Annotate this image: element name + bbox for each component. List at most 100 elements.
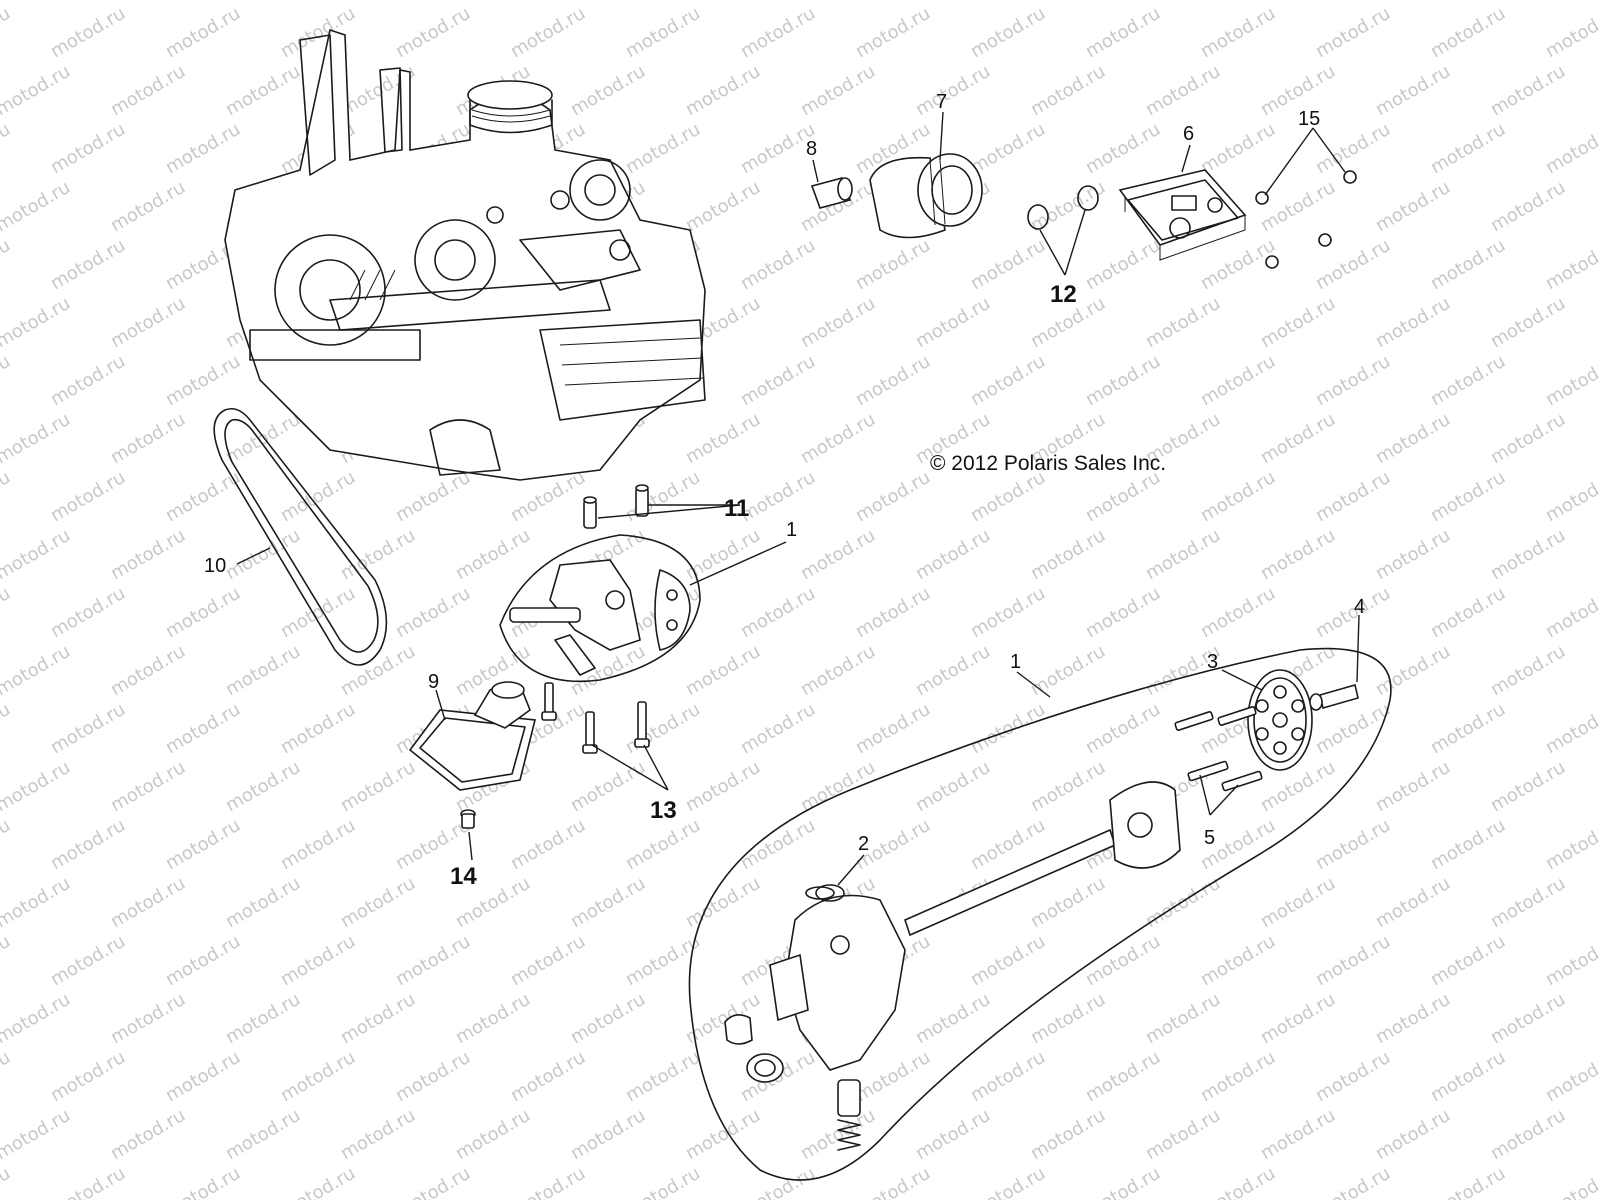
callout-13: 13 [650,797,677,824]
watermark-text: motod.ru [912,0,994,4]
watermark-text: motod.ru [162,931,244,990]
callout-15: 15 [1298,108,1320,130]
watermark-text: motod.ru [1197,351,1279,410]
watermark-text: motod.ru [337,641,419,700]
watermark-text: motod.ru [452,989,534,1048]
watermark-text: motod.ru [912,293,994,352]
watermark-text: motod.ru [912,757,994,816]
watermark-text: motod.ru [1257,989,1339,1048]
watermark-text: motod.ru [0,61,74,120]
watermark-text: motod.ru [1197,467,1279,526]
watermark-text: motod.ru [337,0,419,4]
watermark-text: motod.ru [797,409,879,468]
watermark-text: motod.ru [452,525,534,584]
watermark-text: motod.ru [737,699,819,758]
watermark-text: motod.ru [1312,467,1394,526]
watermark-text: motod.ru [1142,1105,1224,1164]
oil-pump-assembly-large [688,647,1392,1181]
watermark-text: motod.ru [337,525,419,584]
watermark-text: motod.ru [682,757,764,816]
watermark-text: motod.ru [1487,0,1569,4]
watermark-text: motod.ru [622,3,704,62]
callout-4: 4 [1354,596,1365,618]
watermark-text: motod.ru [47,351,129,410]
watermark-text: motod.ru [47,119,129,178]
watermark-text: motod.ru [47,467,129,526]
watermark-text: motod.ru [1427,119,1509,178]
callout-3: 3 [1207,651,1218,673]
leader-lines [236,111,1360,886]
callout-2: 2 [858,833,869,855]
watermark-text: motod.ru [1427,1163,1509,1200]
watermark-text: motod.ru [967,1163,1049,1200]
watermark-text: motod.ru [1082,351,1164,410]
watermark-text: motod.ru [222,641,304,700]
watermark-text: motod.ru [967,931,1049,990]
watermark-text: motod.ru [1542,1047,1600,1106]
watermark-text: motod.ru [1427,235,1509,294]
watermark-text: motod.ru [392,3,474,62]
watermark-text: motod.ru [1487,409,1569,468]
watermark-text: motod.ru [507,1163,589,1200]
callout-14: 14 [450,863,477,890]
callout-7: 7 [936,91,947,113]
watermark-text: motod.ru [1257,177,1339,236]
watermark-text: motod.ru [47,699,129,758]
watermark-text: motod.ru [967,235,1049,294]
watermark-text: motod.ru [1427,3,1509,62]
watermark-text: motod.ru [682,873,764,932]
callout-12: 12 [1050,281,1077,308]
o-rings [1027,185,1099,230]
watermark-text: motod.ru [1542,699,1600,758]
watermark-text: motod.ru [47,583,129,642]
watermark-text: motod.ru [277,931,359,990]
watermark-text: motod.ru [852,1163,934,1200]
watermark-text: motod.ru [277,467,359,526]
callout-8: 8 [806,138,817,160]
watermark-text: motod.ru [107,873,189,932]
watermark-text: motod.ru [107,293,189,352]
watermark-text: motod.ru [222,989,304,1048]
watermark-text: motod.ru [1312,351,1394,410]
watermark-text: motod.ru [1312,931,1394,990]
oil-pump-assembly-small [499,534,701,683]
watermark-text: motod.ru [1372,293,1454,352]
watermark-text: motod.ru [222,873,304,932]
callout-5: 5 [1204,827,1215,849]
watermark-text: motod.ru [1312,1047,1394,1106]
watermark-text: motod.ru [567,873,649,932]
watermark-text: motod.ru [1312,1163,1394,1200]
watermark-text: motod.ru [1372,873,1454,932]
watermark-text: motod.ru [737,1163,819,1200]
watermark-text: motod.ru [0,0,74,4]
watermark-text: motod.ru [222,0,304,4]
watermark-text: motod.ru [967,119,1049,178]
watermark-text: motod.ru [1542,1163,1600,1200]
oil-filter-adapter [810,177,853,209]
watermark-text: motod.ru [1027,873,1109,932]
watermark-text: motod.ru [0,409,74,468]
watermark-text: motod.ru [682,177,764,236]
watermark-text: motod.ru [507,815,589,874]
callout-9: 9 [428,671,439,693]
watermark-text: motod.ru [1487,525,1569,584]
watermark-text: motod.ru [1257,873,1339,932]
watermark-text: motod.ru [162,815,244,874]
watermark-text: motod.ru [682,641,764,700]
watermark-text: motod.ru [337,757,419,816]
watermark-text: motod.ru [47,931,129,990]
watermark-text: motod.ru [162,1163,244,1200]
watermark-text: motod.ru [277,1163,359,1200]
watermark-text: motod.ru [0,3,14,62]
watermark-text: motod.ru [1197,119,1279,178]
watermark-text: motod.ru [912,641,994,700]
watermark-text: motod.ru [47,235,129,294]
watermark-text: motod.ru [1027,0,1109,4]
watermark-text: motod.ru [852,351,934,410]
watermark-text: motod.ru [107,1105,189,1164]
watermark-text: motod.ru [1427,1047,1509,1106]
watermark-text: motod.ru [1312,583,1394,642]
watermark-text: motod.ru [967,351,1049,410]
watermark-text: motod.ru [337,1105,419,1164]
